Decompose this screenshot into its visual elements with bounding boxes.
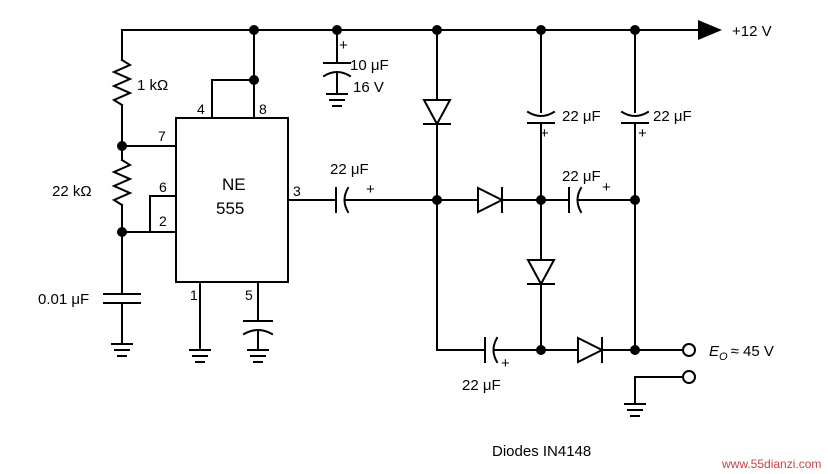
ic-name-line2: 555 [216,199,244,218]
c-bottom-label: 22 μF [462,377,501,394]
diode-icon [526,259,556,287]
ground-icon [247,349,269,363]
plus-sign: + [339,37,348,54]
ground-terminal [682,370,696,384]
plus-sign: + [540,125,549,142]
diode-icon [422,99,452,127]
pin-6-label: 6 [159,179,167,195]
c-upper-a-label: 22 μF [562,108,601,125]
plus-sign: + [602,179,611,196]
diode-icon [477,186,505,214]
resistor-1k [111,58,133,107]
r2-label: 22 kΩ [52,183,92,200]
output-terminal [682,343,696,357]
diode-icon [577,336,605,364]
ground-icon [326,93,348,107]
pin-4-label: 4 [197,101,205,117]
pin-2-label: 2 [159,213,167,229]
watermark: www.55dianzi.com [721,457,821,471]
supply-arrow-icon [698,20,722,40]
c-mid-label: 22 μF [562,168,601,185]
resistor-22k [111,158,133,207]
c-supply-value: 10 μF [350,57,389,74]
ground-icon [624,403,646,417]
upper-a-capacitor-plate-top [526,110,556,117]
pin-3-label: 3 [293,183,301,199]
pin-1-label: 1 [190,287,198,303]
ground-icon [189,349,211,363]
r1-label: 1 kΩ [137,77,168,94]
plus-sign: + [638,125,647,142]
pin-8-label: 8 [259,101,267,117]
c-out3-label: 22 μF [330,161,369,178]
output-subscript: O [719,351,728,363]
c-upper-b-label: 22 μF [653,108,692,125]
timing-network: 1 kΩ 22 kΩ 0.01 μF [38,29,177,357]
vcc-label: +12 V [732,23,772,40]
pin-7-label: 7 [158,128,166,144]
output-symbol: E [709,343,720,360]
output-value: ≈ 45 V [731,343,774,360]
plus-sign: + [501,355,510,372]
plus-sign: + [366,181,375,198]
ic-name-line1: NE [222,175,246,194]
ne555-chip: NE 555 4 8 7 6 2 3 1 5 [158,101,301,303]
pin-5-label: 5 [245,287,253,303]
supply-capacitor: + 10 μF 16 V [322,25,389,107]
output-label: EO≈ 45 V [709,343,774,363]
diodes-note: Diodes IN4148 [492,443,591,460]
supply-rail: +12 V [121,20,772,40]
c-timing-label: 0.01 μF [38,291,89,308]
ground-icon [111,343,133,357]
upper-b-capacitor-plate-top [620,110,650,117]
c-supply-voltage: 16 V [353,79,384,96]
